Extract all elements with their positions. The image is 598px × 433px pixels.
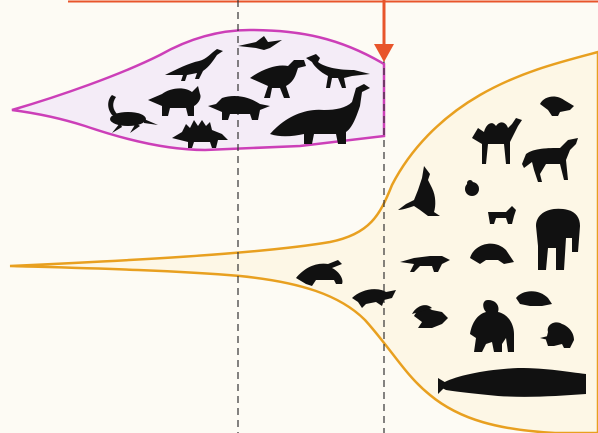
extinction-arrow-icon — [374, 0, 394, 62]
